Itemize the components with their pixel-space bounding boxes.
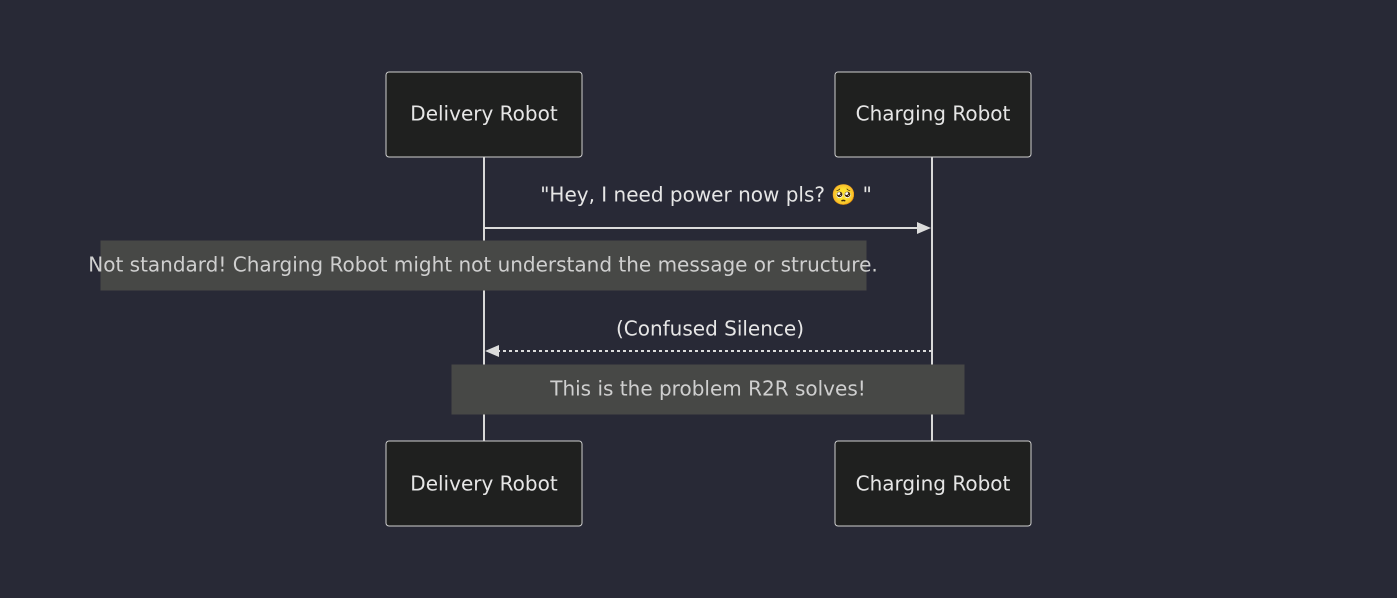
note-label: Not standard! Charging Robot might not u… bbox=[88, 253, 878, 277]
actor-label: Delivery Robot bbox=[410, 472, 558, 496]
message-request-power: "Hey, I need power now pls? 🥺 " bbox=[484, 183, 931, 234]
actor-box bbox=[385, 440, 583, 527]
note-r2r-solves: This is the problem R2R solves! bbox=[451, 364, 965, 415]
actor-box bbox=[385, 71, 583, 158]
charging-robot-actor-top[interactable]: Charging Robot bbox=[834, 71, 1032, 158]
actor-box bbox=[834, 440, 1032, 527]
charging-robot-actor-bottom[interactable]: Charging Robot bbox=[834, 440, 1032, 527]
note-box bbox=[451, 364, 965, 415]
actor-box bbox=[834, 71, 1032, 158]
actor-label: Delivery Robot bbox=[410, 102, 558, 126]
message-label: (Confused Silence) bbox=[616, 317, 804, 341]
arrowhead-right-icon bbox=[917, 222, 931, 234]
note-not-standard: Not standard! Charging Robot might not u… bbox=[88, 240, 878, 291]
note-box bbox=[100, 240, 867, 291]
delivery-robot-actor-top[interactable]: Delivery Robot bbox=[385, 71, 583, 158]
message-confused-silence: (Confused Silence) bbox=[485, 317, 932, 357]
actor-label: Charging Robot bbox=[856, 102, 1011, 126]
arrowhead-left-icon bbox=[485, 345, 499, 357]
message-label: "Hey, I need power now pls? 🥺 " bbox=[540, 183, 872, 207]
delivery-robot-actor-bottom[interactable]: Delivery Robot bbox=[385, 440, 583, 527]
note-label: This is the problem R2R solves! bbox=[549, 377, 866, 401]
actor-label: Charging Robot bbox=[856, 472, 1011, 496]
